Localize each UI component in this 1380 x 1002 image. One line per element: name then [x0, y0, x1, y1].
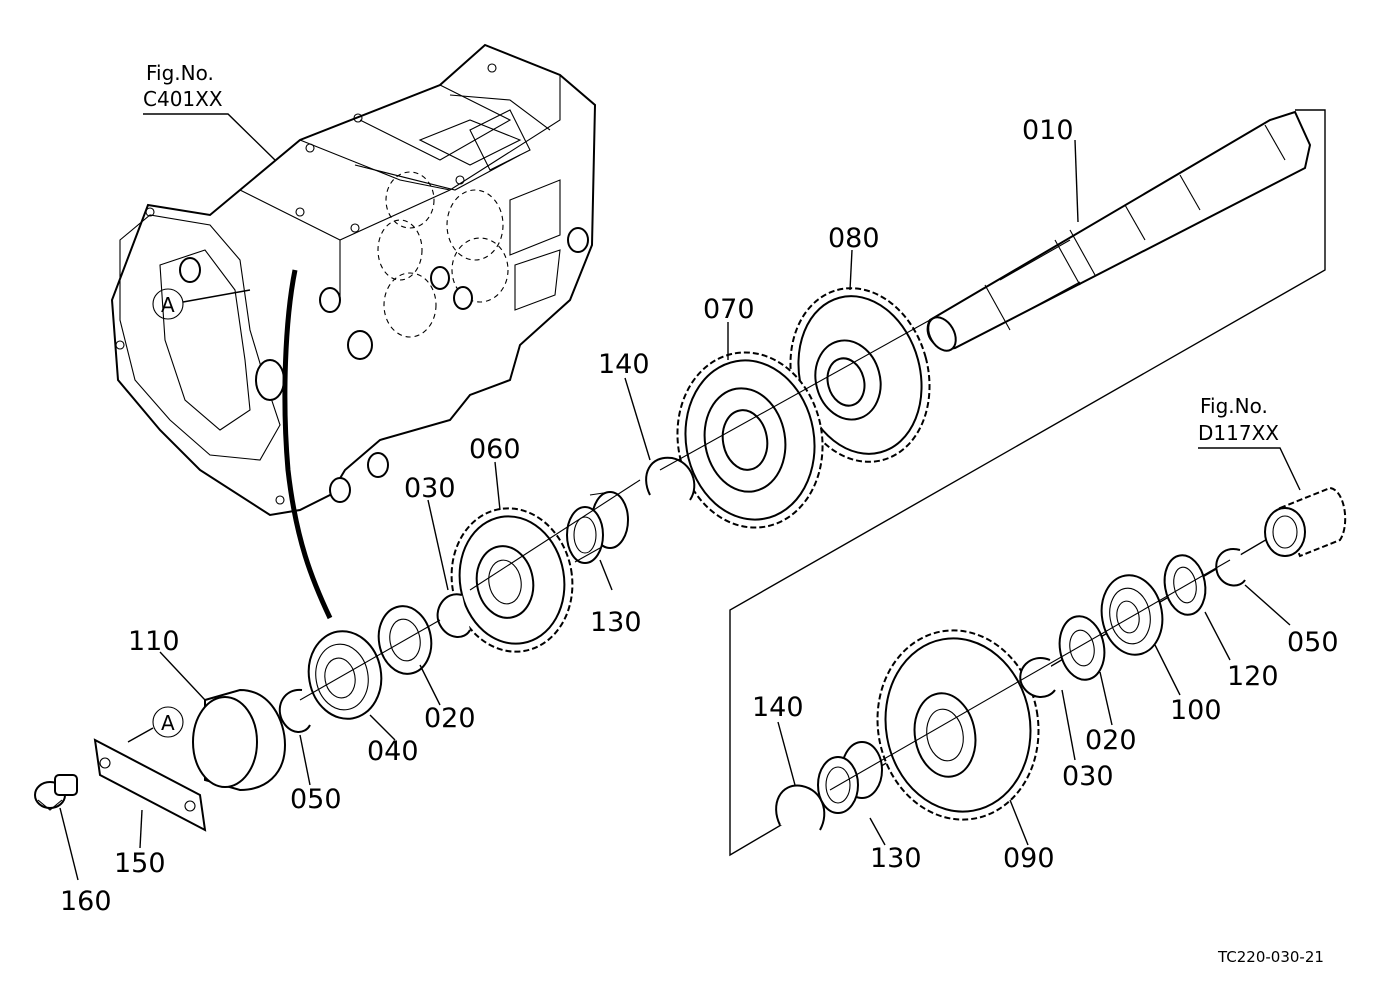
- gear-080: [789, 287, 931, 463]
- callout-a-case: A: [152, 288, 251, 320]
- washer-020-right: [1058, 615, 1106, 681]
- snap-ring-140-upper: [645, 456, 696, 501]
- ball-bearing-100: [1100, 574, 1164, 656]
- callout-a-label: A: [161, 293, 175, 317]
- label-090: 090: [1003, 843, 1055, 874]
- gear-090: [876, 629, 1040, 821]
- label-150: 150: [114, 848, 166, 879]
- needle-bearing-130-upper: [566, 491, 629, 564]
- snap-ring-030-right: [1019, 657, 1056, 698]
- plate-150: [93, 738, 207, 832]
- drawing-code: TC220-030-21: [1217, 948, 1324, 966]
- label-100: 100: [1170, 695, 1222, 726]
- fig-ref-c401xx: Fig.No. C401XX: [143, 61, 276, 161]
- label-060: 060: [469, 434, 521, 465]
- label-120: 120: [1227, 661, 1279, 692]
- fig-ref-d117xx: Fig.No. D117XX: [1198, 394, 1301, 491]
- ball-bearing-040: [307, 630, 383, 720]
- fig-ref-title: Fig.No.: [146, 61, 214, 85]
- label-040: 040: [367, 736, 419, 767]
- label-020-left: 020: [424, 703, 476, 734]
- callout-a-plate: A: [127, 706, 184, 743]
- fig-ref-code: D117XX: [1198, 421, 1279, 445]
- snap-ring-050-right: [1215, 548, 1246, 587]
- label-070: 070: [703, 294, 755, 325]
- gear-060: [450, 507, 574, 653]
- routing-line: [282, 269, 333, 620]
- fig-ref-code: C401XX: [143, 87, 223, 111]
- label-010: 010: [1022, 115, 1074, 146]
- label-130-lower: 130: [870, 843, 922, 874]
- label-130-upper: 130: [590, 607, 642, 638]
- label-110: 110: [128, 626, 180, 657]
- callout-a-label: A: [161, 711, 175, 735]
- washer-120: [1163, 554, 1207, 616]
- needle-bearing-130-lower: [817, 741, 883, 814]
- label-080: 080: [828, 223, 880, 254]
- snap-ring-030-left: [436, 593, 471, 638]
- label-050-right: 050: [1287, 627, 1339, 658]
- label-140-upper: 140: [598, 349, 650, 380]
- plug-160: [34, 774, 78, 811]
- snap-ring-140-lower: [775, 784, 826, 831]
- label-030-right: 030: [1062, 761, 1114, 792]
- bushing-d117xx: [1264, 486, 1347, 558]
- shaft-010: [926, 110, 1312, 352]
- label-050-left: 050: [290, 784, 342, 815]
- label-020-right: 020: [1085, 725, 1137, 756]
- transmission-case: [110, 43, 597, 517]
- label-160: 160: [60, 886, 112, 917]
- fig-ref-title: Fig.No.: [1200, 394, 1268, 418]
- gear-070: [676, 351, 824, 529]
- label-030-left: 030: [404, 473, 456, 504]
- part-labels: 010 080 070 140 060 030 130 110 020 040 …: [60, 115, 1339, 917]
- snap-ring-050-left: [278, 688, 311, 733]
- leader-lines: [59, 139, 1291, 881]
- cover-110: [192, 688, 287, 792]
- label-140-lower: 140: [752, 692, 804, 723]
